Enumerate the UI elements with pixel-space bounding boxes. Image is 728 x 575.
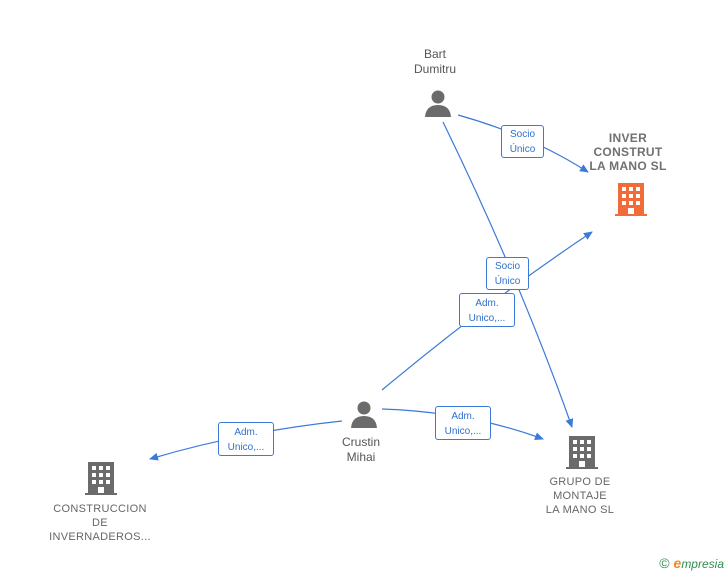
edge-label-crustin-grupo[interactable]: Adm. Unico,... (435, 406, 491, 440)
brand-logo: empresia (674, 555, 724, 571)
node-label-construccion: CONSTRUCCION DE INVERNADEROS... (49, 503, 151, 543)
building-icon[interactable] (566, 434, 598, 470)
brand-logo-e: e (673, 555, 682, 571)
node-label-crustin: Crustin Mihai (341, 435, 380, 464)
edge-label-crustin-inver[interactable]: Adm. Unico,... (459, 293, 515, 327)
node-label-inver: INVER CONSTRUT LA MANO SL (589, 131, 667, 173)
edge-label-bart-inver[interactable]: Socio Único (501, 125, 544, 158)
person-icon[interactable] (423, 88, 453, 118)
node-label-bart: Bart Dumitru (413, 47, 456, 76)
building-icon[interactable] (615, 181, 647, 217)
edge-label-crustin-construccion[interactable]: Adm. Unico,... (218, 422, 274, 456)
brand-footer: © empresia (659, 555, 724, 571)
copyright-icon: © (659, 555, 670, 571)
node-label-grupo: GRUPO DE MONTAJE LA MANO SL (545, 476, 615, 516)
person-icon[interactable] (349, 399, 379, 429)
brand-logo-text: mpresia (681, 557, 724, 571)
edge-label-bart-grupo[interactable]: Socio Único (486, 257, 529, 290)
building-icon[interactable] (85, 460, 117, 496)
